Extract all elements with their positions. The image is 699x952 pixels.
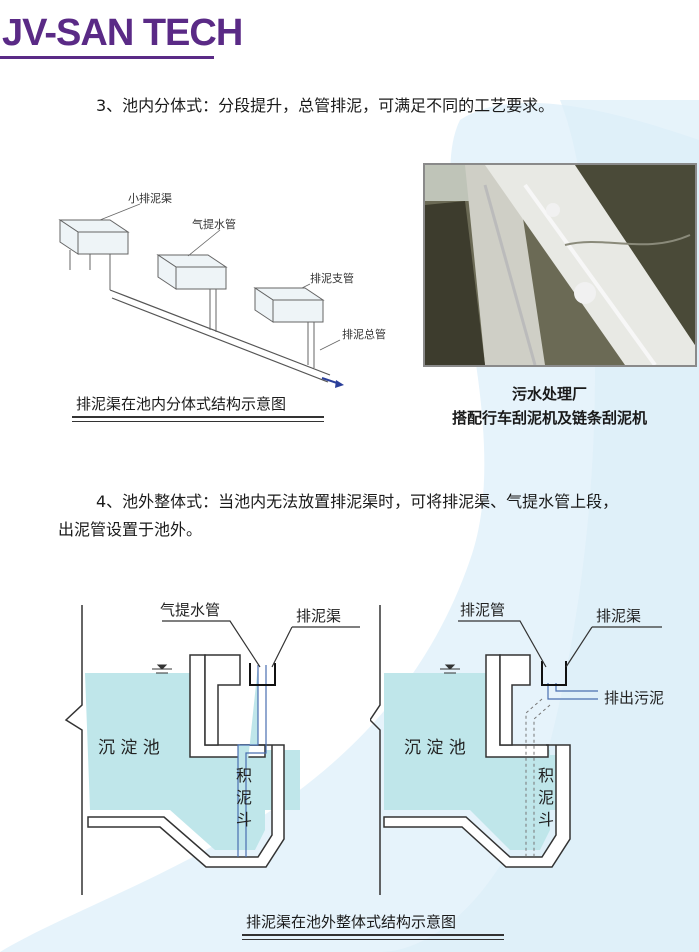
label-outlet-pipe: 排泥管 [460, 601, 505, 619]
label-hopper-1: 积 [236, 766, 252, 785]
channel-shape [249, 663, 276, 686]
water-surface-icon [152, 664, 172, 674]
split-structure-diagram: 小排泥渠 气提水管 排泥支管 排泥总管 [58, 191, 386, 388]
logo-underline [0, 56, 214, 59]
label-tank-right: 沉 淀 池 [404, 738, 466, 758]
label-channel-ext: 排泥渠 [296, 607, 341, 625]
caption2-rule-thin [242, 939, 504, 940]
photo-caption-line1: 污水处理厂 [511, 385, 587, 403]
label-airlift-pipe: 气提水管 [192, 217, 236, 231]
section3-text: 3、池内分体式：分段提升，总管排泥，可满足不同的工艺要求。 [96, 96, 555, 115]
diagram1-caption: 排泥渠在池内分体式结构示意图 [76, 395, 287, 413]
section4-line1: 4、池外整体式：当池内无法放置排泥渠时，可将排泥渠、气提水管上段， [96, 492, 619, 511]
channel-box-3 [253, 287, 325, 368]
plant-photo [423, 163, 697, 367]
label-hopper-right-3: 斗 [538, 810, 554, 829]
label-hopper-right-1: 积 [538, 766, 554, 785]
label-hopper-2: 泥 [236, 788, 252, 807]
channel-box-1 [58, 219, 130, 290]
caption1-rule [72, 416, 324, 418]
photo-caption: 污水处理厂 搭配行车刮泥机及链条刮泥机 [400, 382, 699, 430]
label-main-pipe: 排泥总管 [342, 327, 386, 341]
diagram2-caption: 排泥渠在池外整体式结构示意图 [246, 913, 457, 931]
brand-logo: JV-SAN TECH [2, 12, 243, 54]
external-structure-diagram-right: 排泥管 排泥渠 排出污泥 沉 淀 池 积 泥 斗 [370, 601, 664, 895]
label-hopper-right-2: 泥 [538, 788, 554, 807]
arrow-head-icon [335, 380, 344, 388]
label-branch-pipe: 排泥支管 [310, 271, 354, 285]
caption2-rule [242, 934, 504, 936]
caption1-rule-thin [72, 421, 324, 422]
label-hopper-3: 斗 [236, 810, 252, 829]
external-structure-diagram-left: 气提水管 排泥渠 沉 淀 池 积 泥 斗 [64, 601, 360, 895]
channel-box-2 [156, 254, 228, 332]
label-airlift-pipe-ext: 气提水管 [160, 601, 220, 619]
photo-caption-line2: 搭配行车刮泥机及链条刮泥机 [451, 409, 647, 427]
label-channel-right: 排泥渠 [596, 607, 641, 625]
main-pipe [109, 289, 331, 383]
label-tank: 沉 淀 池 [98, 738, 160, 758]
section4-line2: 出泥管设置于池外。 [58, 520, 203, 539]
label-sludge-outlet: 排出污泥 [604, 689, 664, 707]
label-small-channel: 小排泥渠 [128, 191, 172, 205]
